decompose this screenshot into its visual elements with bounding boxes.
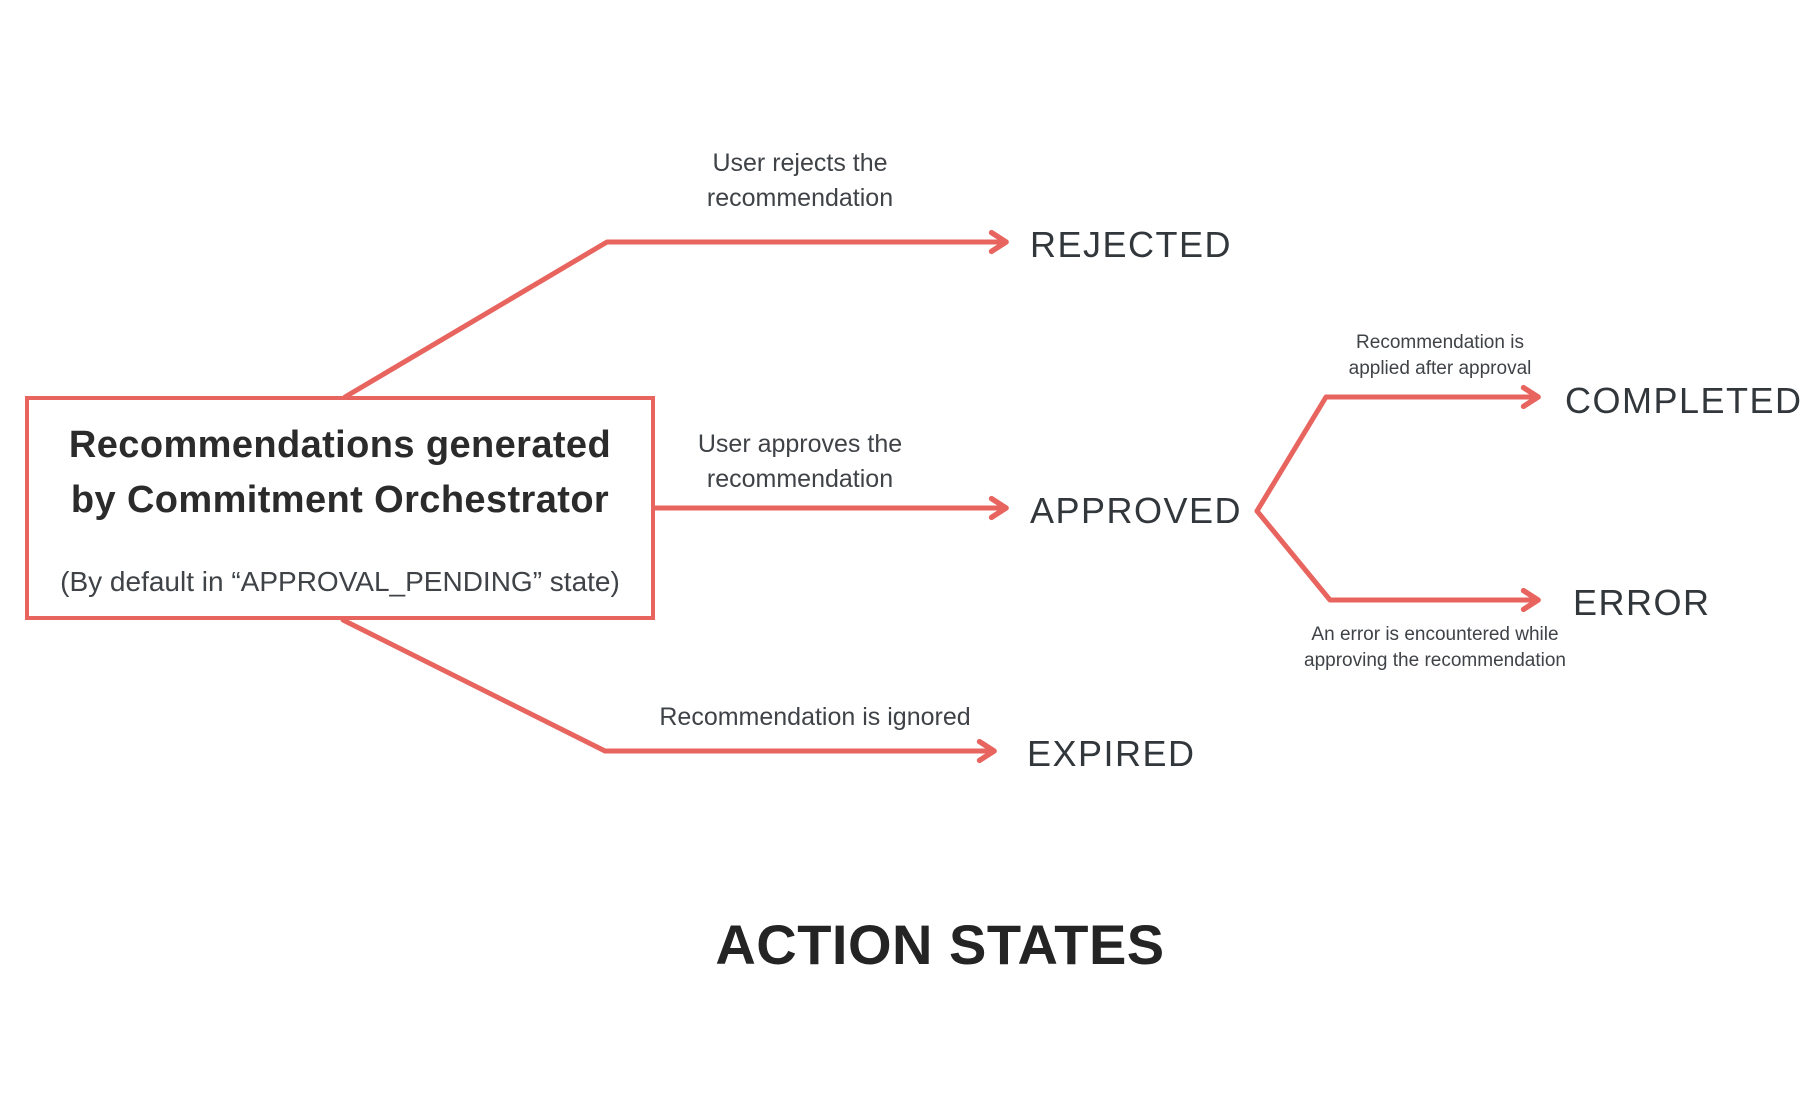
edge-line-completed xyxy=(1254,384,1541,514)
edge-label-complete: Recommendation is applied after approval xyxy=(1312,330,1568,382)
edge-line-error xyxy=(1254,508,1541,613)
source-box-heading-line2: by Commitment Orchestrator xyxy=(70,479,610,521)
edge-label-error-line1: An error is encountered while xyxy=(1311,624,1559,645)
state-rejected: REJECTED xyxy=(1030,224,1233,265)
edge-label-approve-line1: User approves the xyxy=(697,430,903,458)
edge-line-rejected xyxy=(342,229,1009,400)
edge-line-expired xyxy=(340,617,997,764)
edge-label-complete-line2: applied after approval xyxy=(1348,358,1532,379)
edge-label-complete-line1: Recommendation is xyxy=(1356,332,1524,353)
edge-label-approve: User approves the recommendation xyxy=(650,427,950,497)
source-box-heading: Recommendations generated by Commitment … xyxy=(69,418,611,528)
edge-label-error-line2: approving the recommendation xyxy=(1304,650,1566,671)
source-state-box: Recommendations generated by Commitment … xyxy=(25,396,655,620)
edge-label-reject-line2: recommendation xyxy=(706,184,894,212)
state-approved: APPROVED xyxy=(1030,490,1243,531)
source-box-subtitle: (By default in “APPROVAL_PENDING” state) xyxy=(60,566,620,597)
edge-label-expire: Recommendation is ignored xyxy=(650,700,980,735)
edge-label-approve-line2: recommendation xyxy=(706,465,894,493)
diagram-title: ACTION STATES xyxy=(715,913,1165,976)
edge-label-error: An error is encountered while approving … xyxy=(1295,622,1575,674)
source-box-heading-line1: Recommendations generated xyxy=(68,424,612,466)
edge-label-expire-line1: Recommendation is ignored xyxy=(659,703,971,731)
edge-label-reject-line1: User rejects the xyxy=(712,149,888,177)
state-expired: EXPIRED xyxy=(1027,733,1196,774)
edge-label-reject: User rejects the recommendation xyxy=(650,146,950,216)
state-error: ERROR xyxy=(1573,582,1711,623)
state-completed: COMPLETED xyxy=(1565,380,1803,421)
